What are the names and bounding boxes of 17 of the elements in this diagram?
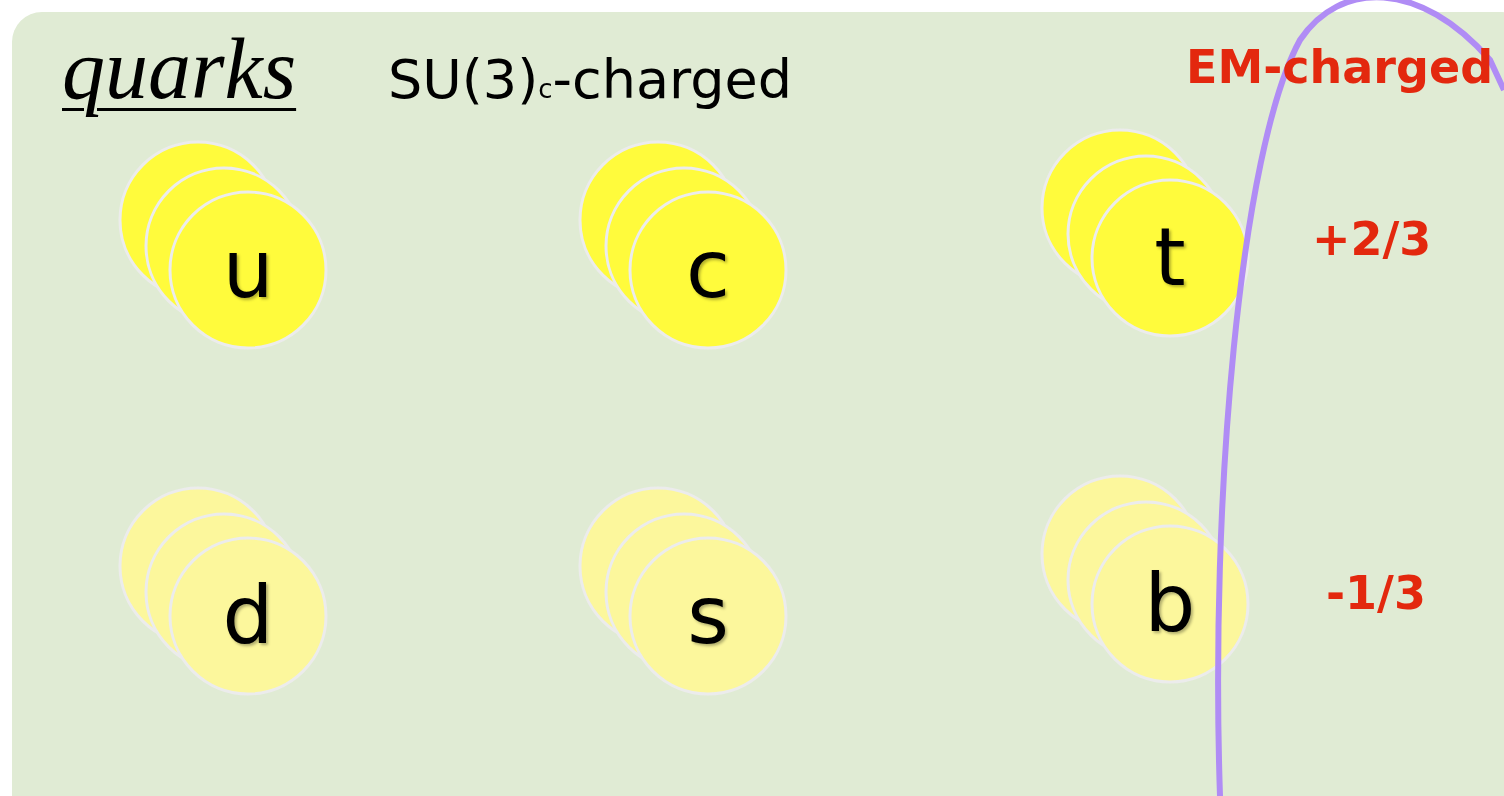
charge-value: +2/3 <box>1312 212 1432 266</box>
charge-heading: EM-charged <box>1186 40 1494 94</box>
panel-title: quarks <box>62 22 297 117</box>
stacked-circles <box>578 140 788 350</box>
quark-letter: s <box>686 576 730 656</box>
charge-value: -1/3 <box>1326 566 1426 620</box>
quark-letter: u <box>221 230 275 310</box>
stacked-circles <box>118 140 328 350</box>
stacked-circles <box>1040 128 1250 338</box>
quark-letter: d <box>221 576 275 656</box>
quark-letter: t <box>1153 218 1187 298</box>
stacked-circles <box>118 486 328 696</box>
stacked-circles <box>578 486 788 696</box>
panel-background <box>12 12 1504 796</box>
quark-letter: b <box>1143 564 1197 644</box>
stacked-circles <box>1040 474 1250 684</box>
quark-letter: c <box>685 230 731 310</box>
